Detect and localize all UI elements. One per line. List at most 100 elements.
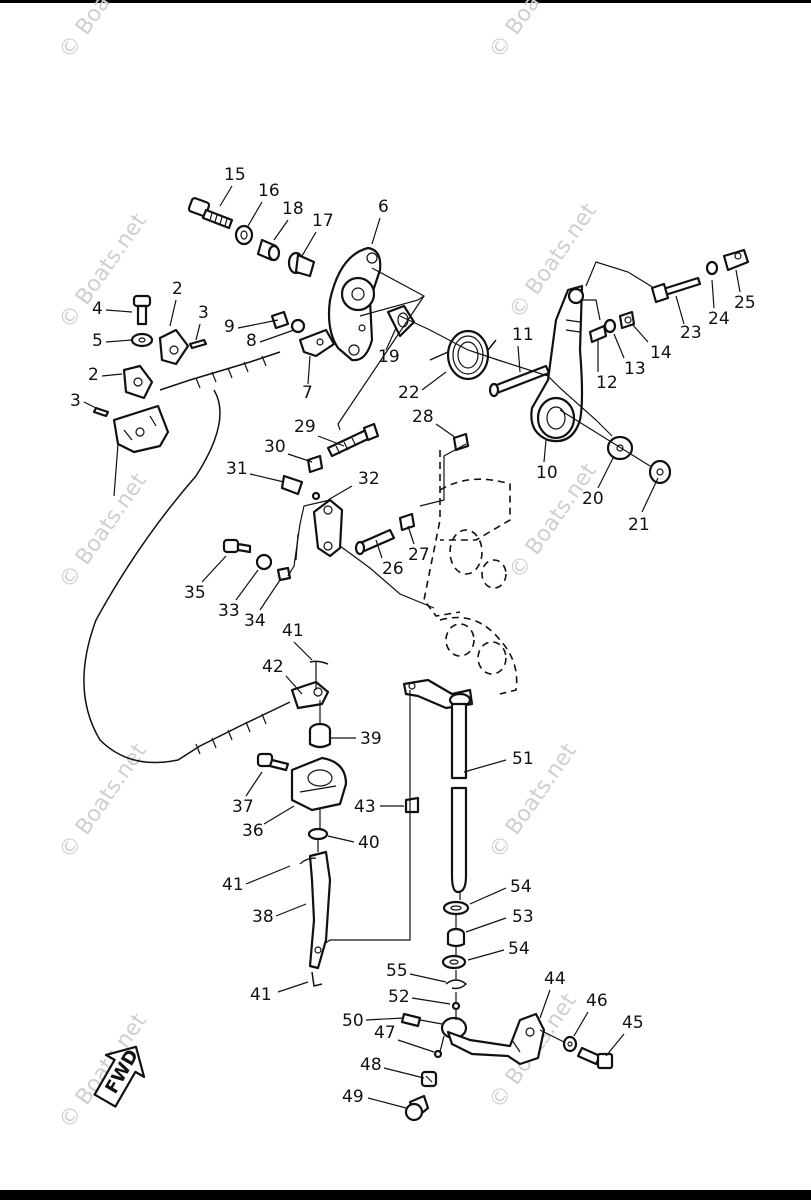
callout-leader-31: [249, 473, 285, 483]
part-21-washer: [648, 459, 672, 485]
part-53-bushing: [446, 927, 466, 948]
callout-label-17: 17: [312, 211, 334, 231]
callout-label-44: 44: [544, 969, 566, 989]
part-42-joint: [290, 680, 330, 710]
callout-leader-20: [597, 455, 615, 489]
part-50-screw: [400, 1012, 422, 1028]
part-41-clip-bottom: [311, 971, 323, 987]
callout-label-21: 21: [628, 515, 650, 535]
part-22-spring: [429, 329, 497, 381]
callout-label-3b: 3: [70, 391, 81, 411]
callout-leader-8: [259, 329, 295, 343]
part-47-ball: [433, 1049, 443, 1059]
part-33-collar: [255, 553, 273, 571]
callout-leader-52: [411, 997, 451, 1005]
callout-label-36: 36: [242, 821, 264, 841]
fwd-arrow: FWD: [93, 1045, 146, 1108]
callout-label-42: 42: [262, 657, 284, 677]
callout-leader-28: [435, 423, 457, 439]
callout-leader-38: [275, 903, 307, 917]
callout-label-38: 38: [252, 907, 274, 927]
callout-label-45: 45: [622, 1013, 644, 1033]
callout-label-29: 29: [294, 417, 316, 437]
watermark-group: © Boats.net© Boats.net© Boats.net© Boats…: [54, 0, 602, 1133]
callout-label-41b: 41: [222, 875, 244, 895]
part-14-nut: [618, 310, 636, 330]
callout-label-2a: 2: [172, 279, 183, 299]
watermark-text: © Boats.net: [54, 739, 152, 864]
callout-leader-14: [631, 323, 649, 343]
callout-leader-17: [301, 231, 317, 257]
part-45-bolt: [576, 1046, 614, 1070]
callout-label-14: 14: [650, 343, 672, 363]
callout-leaders: [83, 185, 741, 1109]
part-38-shift-rod: [299, 850, 332, 970]
callout-leader-27: [407, 525, 415, 545]
callout-label-46: 46: [586, 991, 608, 1011]
callout-label-20: 20: [582, 489, 604, 509]
part-27-nut: [398, 512, 416, 532]
callout-label-8: 8: [246, 331, 257, 351]
callout-label-16: 16: [258, 181, 280, 201]
part-43-clip: [404, 796, 420, 814]
callout-leader-23: [675, 295, 685, 325]
part-10-throttle-lever: [530, 284, 585, 443]
callout-leader-54a: [469, 887, 507, 905]
callout-label-49: 49: [342, 1087, 364, 1107]
callout-leader-3b: [83, 401, 97, 409]
callout-leader-37: [245, 771, 263, 797]
top-border: [0, 0, 811, 3]
callout-label-53: 53: [512, 907, 534, 927]
callout-leader-21: [641, 477, 659, 513]
callout-leader-49: [367, 1097, 407, 1109]
callout-label-18: 18: [282, 199, 304, 219]
callout-label-30: 30: [264, 437, 286, 457]
part-13-washer: [603, 318, 617, 334]
callout-label-22: 22: [398, 383, 420, 403]
part-3-pin-lower: [92, 406, 110, 418]
part-12-spring: [588, 324, 608, 344]
part-35-screw: [222, 538, 252, 554]
callout-leader-5: [105, 339, 133, 343]
callout-label-43: 43: [354, 797, 376, 817]
callout-label-35: 35: [184, 583, 206, 603]
callout-leader-22: [421, 371, 447, 391]
callout-label-28: 28: [412, 407, 434, 427]
throttle-cable: [159, 351, 281, 391]
callout-label-41c: 41: [250, 985, 272, 1005]
part-2-clamp-upper: [158, 328, 190, 366]
callout-leader-3a: [195, 323, 201, 341]
part-2-clamp-lower: [122, 364, 154, 400]
callout-leader-18: [273, 219, 289, 241]
part-3-pin-upper: [188, 338, 208, 350]
callout-leader-6: [371, 217, 381, 245]
callout-leader-54b: [467, 949, 505, 961]
callout-label-23: 23: [680, 323, 702, 343]
callout-leader-11: [517, 345, 521, 373]
engine-housing-outline: [423, 450, 518, 695]
callout-label-19: 19: [378, 347, 400, 367]
callout-label-2b: 2: [88, 365, 99, 385]
part-7-joint: [298, 328, 336, 358]
callout-label-11: 11: [512, 325, 534, 345]
part-16-washer: [234, 224, 254, 246]
part-55-circlip: [445, 979, 468, 990]
part-46-washer: [562, 1035, 578, 1053]
callout-label-6: 6: [378, 197, 389, 217]
callout-leader-46: [573, 1011, 589, 1037]
callout-label-13: 13: [624, 359, 646, 379]
callout-label-34: 34: [244, 611, 266, 631]
callout-leader-15: [219, 185, 233, 207]
part-39-collar: [308, 722, 332, 749]
callout-leader-40: [327, 835, 355, 843]
callout-leader-36: [263, 805, 295, 825]
callout-leader-25: [735, 269, 741, 293]
callout-leader-35: [201, 555, 227, 583]
part-6-throttle-arm: [327, 246, 382, 362]
callout-label-48: 48: [360, 1055, 382, 1075]
callout-label-31: 31: [226, 459, 248, 479]
callout-leader-10: [543, 439, 547, 463]
callout-leader-45: [605, 1033, 625, 1057]
part-25-joint: [722, 248, 750, 272]
callout-label-9: 9: [224, 317, 235, 337]
